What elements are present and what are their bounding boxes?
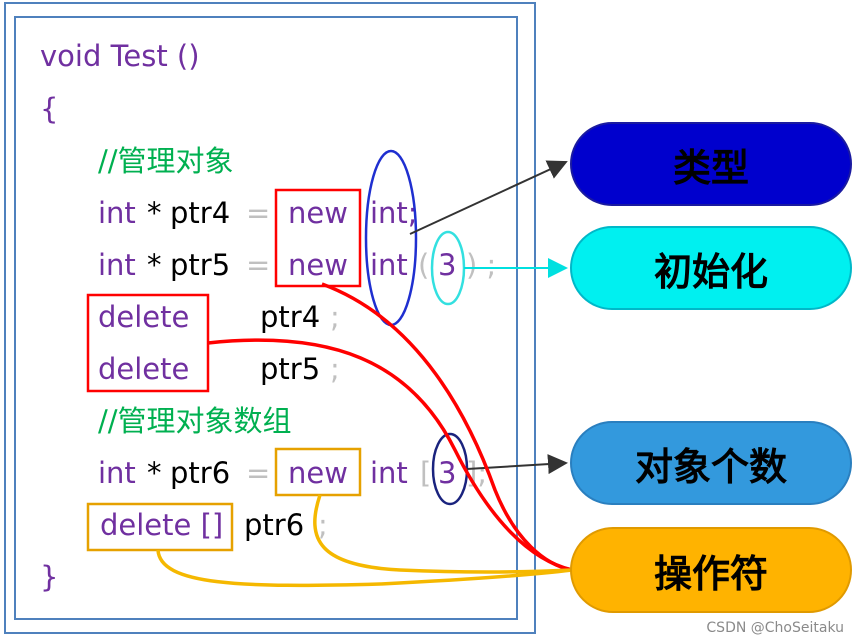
code-line7-ptr: ptr5 [260, 352, 321, 386]
code-line4-eq: = [246, 196, 271, 230]
code-line5-ptr: ptr5 [170, 248, 231, 282]
code-line4-new: new [288, 196, 348, 230]
code-line5-star: * [147, 248, 162, 282]
delete-operator-box-red [86, 293, 210, 393]
red-curve-new [321, 282, 573, 572]
code-line4-star: * [147, 196, 162, 230]
code-line9-open-bracket: [ [420, 456, 432, 490]
code-frame [14, 16, 518, 620]
code-line10-delete-array: delete [] [100, 508, 224, 542]
code-line9-count-value: 3 [438, 456, 457, 490]
code-line-close-brace: } [40, 560, 59, 594]
label-type-text: 类型 [672, 145, 749, 190]
code-line6-semicolon: ; [330, 300, 340, 334]
count-ellipse [431, 432, 469, 506]
delete-array-box-orange [86, 502, 234, 552]
code-line5-new: new [288, 248, 348, 282]
label-init-text: 初始化 [653, 249, 768, 294]
code-line10-ptr: ptr6 [244, 508, 305, 542]
code-line7-delete: delete [98, 352, 190, 386]
code-line4-type: int; [370, 196, 418, 230]
code-line9-star: * [147, 456, 162, 490]
code-line5-eq: = [246, 248, 271, 282]
code-line-function-signature: void Test () [40, 39, 200, 73]
label-count: 对象个数 [570, 421, 852, 505]
label-count-text: 对象个数 [634, 444, 787, 489]
code-line5-init-value: 3 [438, 248, 457, 282]
code-line7-semicolon: ; [330, 352, 340, 386]
code-line5-int: int [98, 248, 136, 282]
code-line4-ptr: ptr4 [170, 196, 231, 230]
label-operator-text: 操作符 [653, 551, 768, 596]
label-type: 类型 [570, 122, 852, 206]
outer-frame [4, 2, 536, 634]
code-line5-type: int [370, 248, 408, 282]
new-operator-box-red [274, 188, 362, 288]
arrow-to-count [466, 454, 568, 475]
label-operator: 操作符 [570, 527, 852, 613]
code-line5-close-paren: ) ; [466, 248, 497, 282]
code-line5-open-paren: ( [418, 248, 430, 282]
orange-curve-delete [156, 549, 573, 588]
code-line9-eq: = [246, 456, 271, 490]
label-init: 初始化 [570, 226, 852, 310]
new-array-box-orange [274, 447, 362, 497]
init-ellipse [430, 230, 466, 306]
code-line9-type: int [370, 456, 408, 490]
code-line6-ptr: ptr4 [260, 300, 321, 334]
code-line10-semicolon: ; [318, 508, 328, 542]
red-curve-delete [207, 338, 573, 572]
code-line-open-brace: { [40, 92, 59, 126]
code-line-comment-object: //管理对象 [98, 144, 234, 178]
code-line6-delete: delete [98, 300, 190, 334]
type-ellipse [364, 149, 418, 327]
watermark-text: CSDN @ChoSeitaku [706, 620, 844, 636]
arrow-to-type [409, 160, 568, 235]
code-line9-new: new [288, 456, 348, 490]
code-line-comment-array: //管理对象数组 [98, 404, 292, 438]
code-line9-int: int [98, 456, 136, 490]
orange-curve-new [313, 494, 573, 574]
code-line4-int: int [98, 196, 136, 230]
code-line9-ptr: ptr6 [170, 456, 231, 490]
